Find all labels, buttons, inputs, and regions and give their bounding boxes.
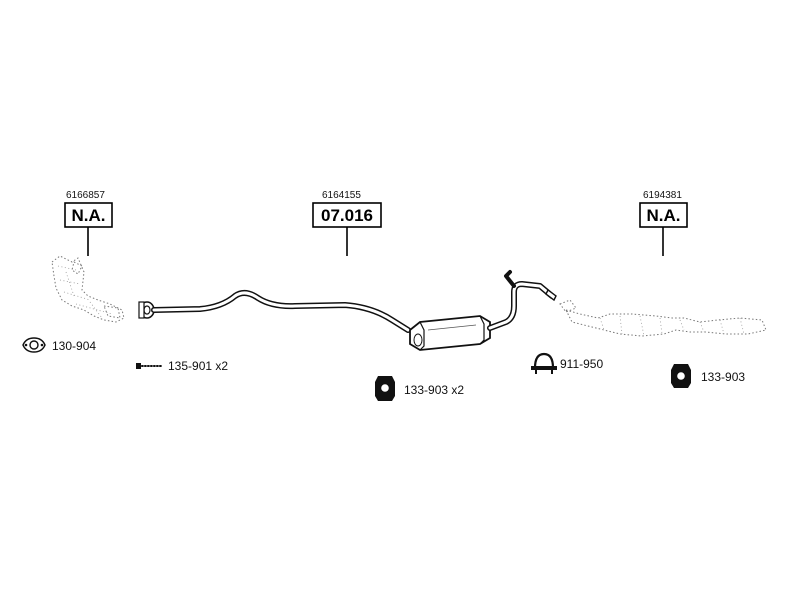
code-left[interactable]: N.A. xyxy=(72,206,106,225)
middle-pipe-assembly[interactable] xyxy=(138,270,557,351)
ref-number-left: 6166857 xyxy=(66,190,105,201)
component-callout-left: 6166857 N.A. xyxy=(64,190,113,256)
rubber-mount-icon xyxy=(671,364,691,388)
component-callout-center: 6164155 07.016 xyxy=(312,190,382,256)
part-gasket[interactable]: 130-904 xyxy=(22,337,96,353)
part-label-bolt: 135-901 x2 xyxy=(168,359,228,373)
clamp-icon xyxy=(531,352,557,374)
outlet-flange xyxy=(545,288,557,302)
middle-silencer xyxy=(409,315,491,351)
code-center[interactable]: 07.016 xyxy=(321,206,373,225)
part-label-rubber-mount-pair: 133-903 x2 xyxy=(404,383,464,397)
part-label-gasket: 130-904 xyxy=(52,339,96,353)
ref-number-right: 6194381 xyxy=(643,190,682,201)
part-rubber-mount-pair[interactable]: 133-903 x2 xyxy=(375,376,464,401)
part-clamp[interactable]: 911-950 xyxy=(531,352,603,374)
pipe-rear-run xyxy=(487,281,555,331)
bolt-icon xyxy=(136,363,162,369)
gasket-icon xyxy=(22,337,46,353)
part-rubber-mount[interactable]: 133-903 xyxy=(671,364,745,388)
hanger-stub xyxy=(504,270,516,288)
code-box-center xyxy=(312,202,382,228)
code-box-right xyxy=(639,202,688,228)
part-bolt[interactable]: 135-901 x2 xyxy=(136,359,228,373)
code-right[interactable]: N.A. xyxy=(647,206,681,225)
pipe-front-run xyxy=(151,290,411,333)
rear-silencer-dotted xyxy=(559,299,767,337)
part-label-clamp: 911-950 xyxy=(560,357,603,371)
part-label-rubber-mount: 133-903 xyxy=(701,370,745,384)
component-callout-right: 6194381 N.A. xyxy=(639,190,688,256)
front-pipe-dotted xyxy=(51,255,125,323)
rubber-mount-icon xyxy=(375,376,395,401)
ref-number-center: 6164155 xyxy=(322,190,361,201)
